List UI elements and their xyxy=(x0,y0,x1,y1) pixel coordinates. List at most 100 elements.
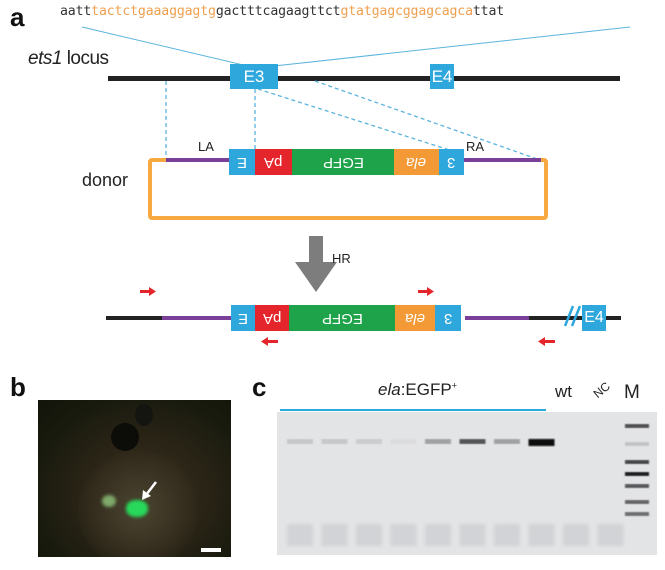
gel-band xyxy=(390,439,417,444)
hr-arrow-head xyxy=(295,262,337,292)
result-ela-label: ela xyxy=(404,309,426,327)
gel-lane-smear xyxy=(459,524,486,546)
marker-band xyxy=(625,460,649,464)
result-egfp-label: EGFP xyxy=(321,309,363,327)
marker-band xyxy=(625,424,649,428)
primer-forward-1 xyxy=(140,287,156,296)
eye-2 xyxy=(135,404,153,426)
gel-lane-smear xyxy=(390,524,417,546)
gel-lane-smear xyxy=(494,524,520,546)
gel-band xyxy=(494,439,520,444)
gel-band xyxy=(459,439,486,444)
result-e: E xyxy=(231,305,255,331)
result-exon-4-label: E4 xyxy=(584,309,604,326)
right-arm-label: RA xyxy=(466,139,485,154)
cassette-ela: ela xyxy=(394,149,439,175)
cassette-ela-label: ela xyxy=(406,153,427,171)
exon-4: E4 xyxy=(430,64,454,89)
cassette-pa: pA xyxy=(255,149,292,175)
cassette-egfp: EGFP xyxy=(292,149,394,175)
fluorescence-image xyxy=(38,400,231,557)
marker-band xyxy=(625,472,649,476)
gene-name: ets1 xyxy=(28,48,62,69)
gel-lane-smear xyxy=(425,524,451,546)
result-3-label: 3 xyxy=(443,309,453,327)
marker-band xyxy=(625,442,649,446)
primer-reverse-1 xyxy=(261,337,278,346)
donor-left-arm xyxy=(166,158,230,162)
gel-band xyxy=(528,439,555,446)
result-ela: ela xyxy=(395,305,435,331)
gel-band xyxy=(287,439,313,444)
group-bracket-line xyxy=(280,409,546,411)
exon-3: E3 xyxy=(230,64,278,89)
primer-reverse-2 xyxy=(538,337,555,346)
positive-sign: + xyxy=(451,380,457,391)
gel-lane-smear xyxy=(356,524,382,546)
sgrna-target-segment: tactctgaaaggagtg xyxy=(91,4,216,19)
eye-1 xyxy=(111,423,139,451)
target-sequence: aatttactctgaaaggagtggactttcagaagttctgtat… xyxy=(60,4,504,19)
result-e-label: E xyxy=(237,309,248,327)
gel-lane-smear xyxy=(321,524,348,546)
panel-a-diagram xyxy=(81,26,631,346)
cassette-e: E xyxy=(229,149,255,175)
locus-word: locus xyxy=(61,48,109,69)
result-genomic-left xyxy=(106,316,162,320)
result-right-arm xyxy=(465,316,529,320)
marker-label: M xyxy=(624,382,640,403)
donor-label: donor xyxy=(82,170,129,190)
panel-label-b: b xyxy=(10,372,26,402)
cassette-3: 3 xyxy=(439,149,464,175)
pancreas-egfp xyxy=(126,500,148,517)
cassette-pa-label: pA xyxy=(264,153,283,171)
cassette-egfp-label: EGFP xyxy=(322,153,364,171)
mapping-line-ra-right xyxy=(314,80,541,161)
gene-name: ela xyxy=(378,380,401,399)
panel-label-c: c xyxy=(252,372,267,402)
scale-bar xyxy=(201,548,221,552)
gel-lane-smear xyxy=(597,524,624,546)
gel-lane-smear xyxy=(528,524,555,546)
cassette-3-label: 3 xyxy=(447,153,456,171)
result-pa: pA xyxy=(255,305,289,331)
mapping-line-ra-left xyxy=(257,88,466,156)
break-mark-1 xyxy=(563,305,575,327)
sequence-segment: gactttcagaagttct xyxy=(215,4,341,19)
nc-text: NC xyxy=(590,379,613,401)
panel-label-a: a xyxy=(10,2,25,32)
cassette-e-label: E xyxy=(236,153,247,171)
hr-arrow-shaft xyxy=(309,236,323,262)
ets1-locus-label: ets1 locus xyxy=(28,48,109,70)
gel-band xyxy=(425,439,451,444)
result-left-arm xyxy=(162,316,232,320)
sgrna-target-segment: gtatgagcggagcagca xyxy=(340,4,473,19)
reporter-name: :EGFP xyxy=(400,380,452,399)
hr-label: HR xyxy=(332,251,351,266)
marker-band xyxy=(625,512,649,516)
result-exon-4: E4 xyxy=(582,305,606,331)
gel-lane-smear xyxy=(563,524,589,546)
sequence-segment: aatt xyxy=(60,4,92,19)
ets1-locus-line xyxy=(108,76,620,81)
exon-4-label: E4 xyxy=(431,66,453,86)
gel-band xyxy=(356,439,382,444)
primer-forward-2 xyxy=(418,287,434,296)
gel-band xyxy=(321,439,348,444)
agarose-gel xyxy=(277,412,657,555)
nc-label: NC xyxy=(591,379,613,401)
marker-band xyxy=(625,484,649,488)
wt-label: wt xyxy=(555,382,572,401)
gel-group-label: ela:EGFP+ xyxy=(378,380,457,400)
result-3: 3 xyxy=(435,305,461,331)
result-egfp: EGFP xyxy=(289,305,395,331)
sequence-segment: ttat xyxy=(472,4,505,19)
left-arm-label: LA xyxy=(198,139,214,154)
sequence-guide-left xyxy=(81,26,257,69)
marker-band xyxy=(625,500,649,504)
gel-lane-smear xyxy=(287,524,313,546)
arrow-icon xyxy=(142,481,157,500)
donor-right-arm xyxy=(463,158,541,162)
sequence-guide-right xyxy=(255,26,631,69)
green-spot-small xyxy=(102,495,116,507)
